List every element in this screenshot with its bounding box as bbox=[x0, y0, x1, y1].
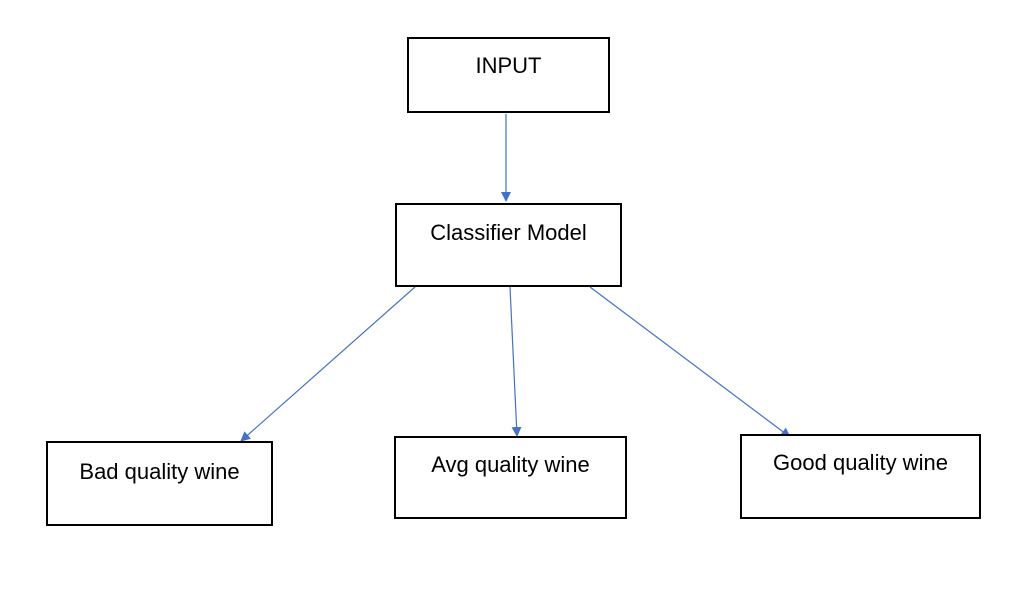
good-quality-wine-node: Good quality wine bbox=[740, 434, 981, 519]
bad-quality-wine-node-label: Bad quality wine bbox=[79, 459, 240, 484]
bad-quality-wine-node: Bad quality wine bbox=[46, 441, 273, 526]
avg-quality-wine-node-label: Avg quality wine bbox=[431, 452, 590, 477]
classifier-model-node-label: Classifier Model bbox=[430, 220, 587, 245]
arrow-classifier-to-bad bbox=[240, 286, 416, 442]
classifier-model-node: Classifier Model bbox=[395, 203, 622, 287]
good-quality-wine-node-label: Good quality wine bbox=[773, 450, 948, 475]
arrow-classifier-to-good bbox=[589, 286, 791, 438]
input-node: INPUT bbox=[407, 37, 610, 113]
arrow-classifier-to-avg bbox=[509, 286, 522, 437]
avg-quality-wine-node: Avg quality wine bbox=[394, 436, 627, 519]
input-node-label: INPUT bbox=[475, 53, 542, 78]
